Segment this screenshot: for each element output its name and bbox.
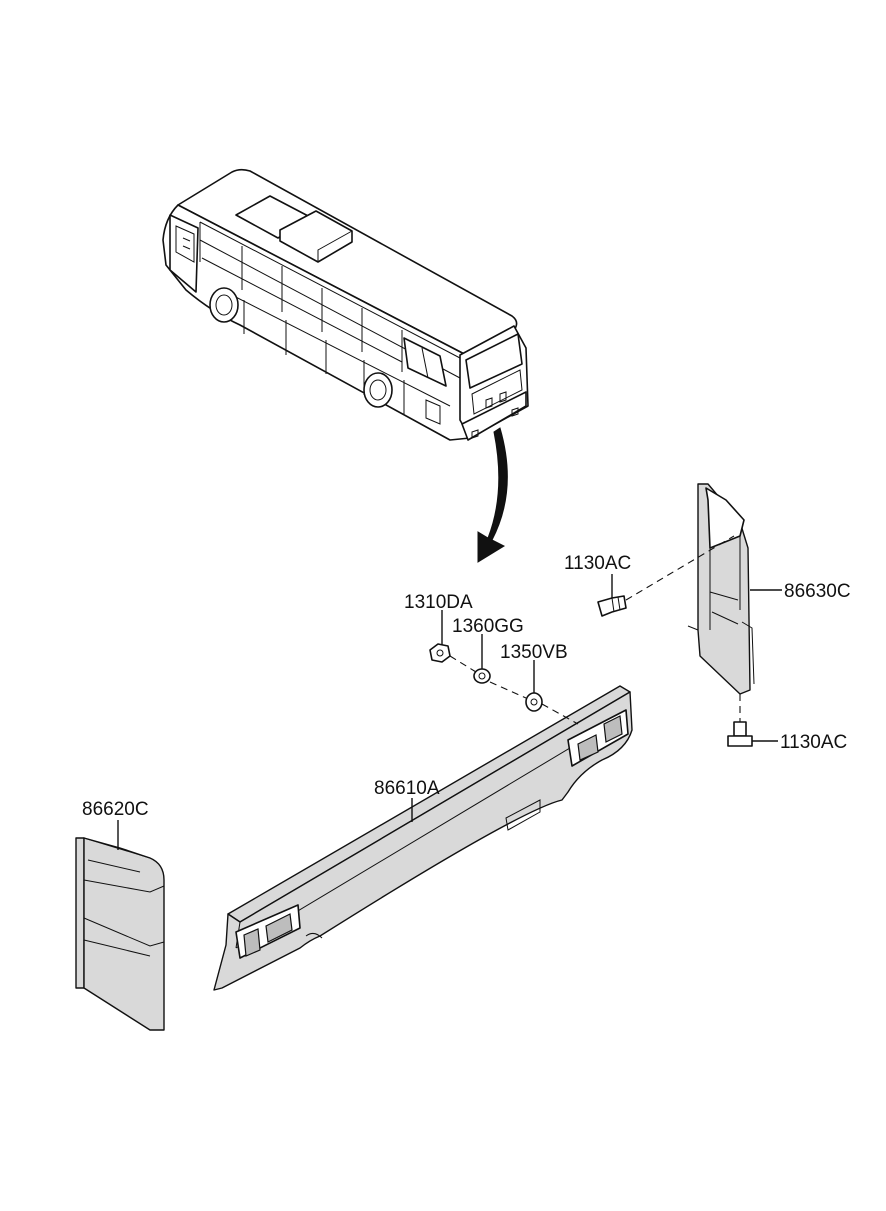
part-label-1130ac-upper: 1130AC — [564, 553, 631, 574]
bolt-icon — [727, 721, 753, 747]
part-label-86630c: 86630C — [784, 581, 851, 602]
left-corner-part — [75, 837, 165, 1031]
part-label-1310da: 1310DA — [404, 592, 473, 613]
hex-nut-icon — [429, 643, 451, 663]
part-label-1360gg: 1360GG — [452, 616, 524, 637]
bus-illustration — [162, 168, 529, 441]
part-label-1350vb: 1350VB — [500, 642, 568, 663]
leader-lines — [117, 574, 782, 850]
part-label-1130ac-lower: 1130AC — [780, 732, 847, 753]
right-corner-part — [687, 483, 755, 695]
assembly-lines — [449, 535, 741, 725]
bolt-icon — [597, 595, 627, 617]
washer-icon — [525, 692, 543, 712]
curved-arrow-down-icon — [477, 427, 508, 563]
rear-bumper-part — [213, 685, 633, 991]
part-label-86620c: 86620C — [82, 799, 149, 820]
part-label-86610a: 86610A — [374, 778, 440, 799]
washer-icon — [473, 668, 491, 684]
